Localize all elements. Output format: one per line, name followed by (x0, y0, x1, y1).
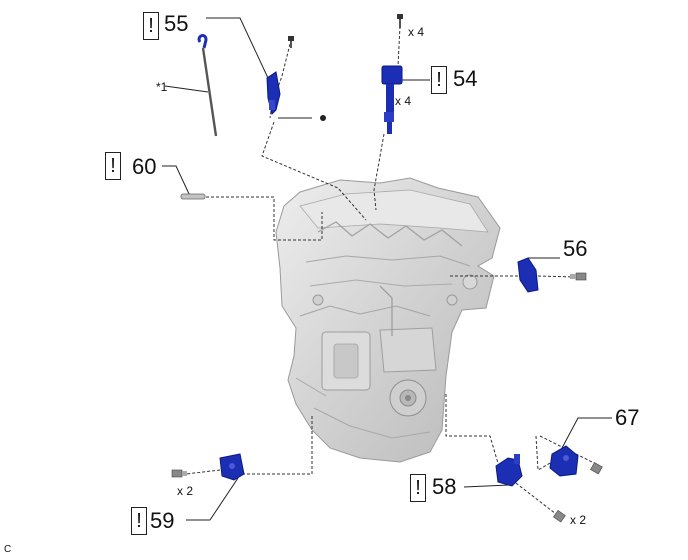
part-67-sensor (549, 445, 603, 477)
bolt-59 (171, 469, 187, 478)
bolt-56 (570, 272, 587, 281)
bolt-67 (590, 462, 603, 475)
warning-icon: ! (131, 507, 147, 535)
quantity-58: x 2 (570, 513, 587, 527)
leader-59-engine (238, 416, 313, 475)
callout-55: 55 (164, 11, 189, 36)
part-59-bracket (171, 453, 245, 481)
leader-59-bolt (185, 469, 221, 475)
bolt-55 (288, 36, 294, 48)
warning-icon: ! (431, 66, 447, 94)
callout-58: 58 (432, 474, 457, 499)
leader-55-engine (261, 121, 367, 221)
leader-67-a (535, 435, 553, 471)
leader-54-bolt (397, 25, 401, 67)
part-60-pin (180, 193, 206, 200)
oil-level-gauge (197, 34, 218, 137)
callout-60: 60 (132, 154, 157, 179)
quantity-54-bolt: x 4 (408, 25, 425, 39)
annotation-star-1: *1 (156, 80, 168, 94)
part-55-gauge-guide (266, 36, 326, 121)
o-ring (320, 115, 326, 121)
leader-58-engine (445, 394, 501, 471)
part-56-sensor (517, 257, 587, 293)
callout-67: 67 (615, 405, 640, 430)
callout-59: 59 (150, 508, 175, 533)
callout-54: 54 (453, 66, 478, 91)
corner-label: C (4, 544, 12, 555)
warning-icon: ! (105, 152, 121, 180)
part-54-ignition-coil (381, 14, 403, 134)
warning-icon: ! (143, 12, 159, 40)
bolt-58 (553, 510, 566, 523)
warning-icon: ! (410, 474, 426, 502)
engine-block (275, 177, 501, 463)
leader-60 (206, 196, 323, 241)
leader-58-bolt (511, 479, 557, 515)
leader-54-engine (373, 133, 385, 211)
leader-56-bolt (537, 275, 579, 278)
quantity-59: x 2 (177, 484, 194, 498)
bolt-54 (397, 14, 403, 28)
quantity-54-coil: x 4 (395, 94, 412, 108)
part-58-sensor (495, 454, 566, 523)
callout-56: 56 (563, 236, 588, 261)
